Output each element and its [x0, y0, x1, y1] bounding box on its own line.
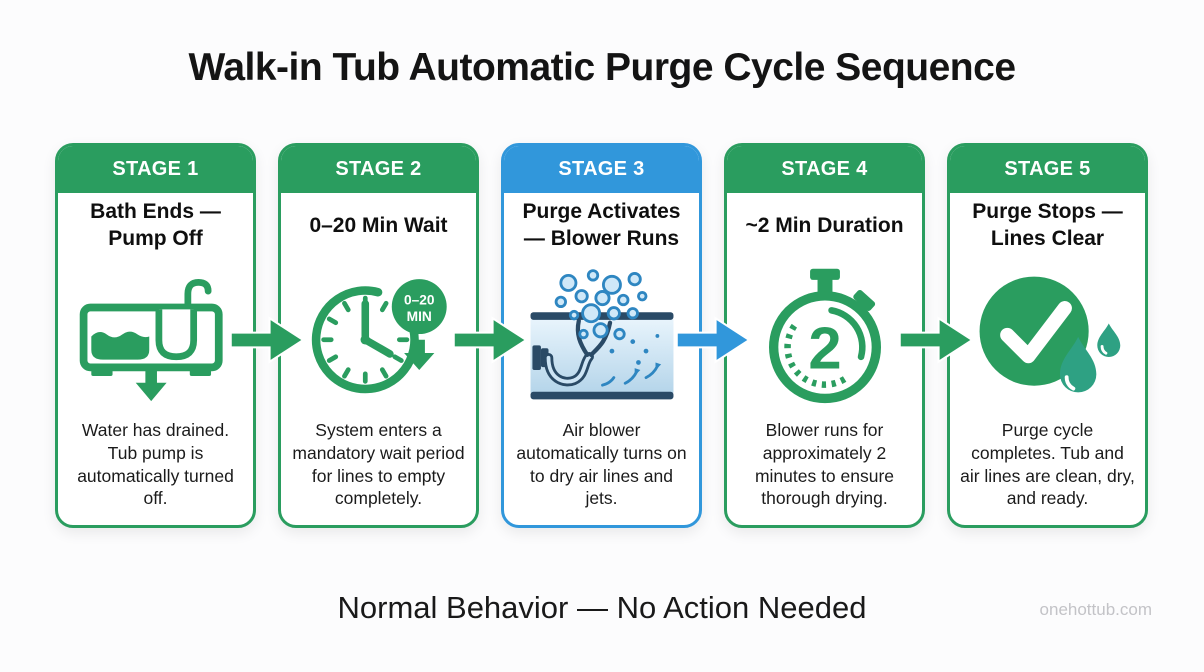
stage-4-description: Blower runs for approximately 2 minutes …: [754, 420, 895, 509]
stage-5-description: Purge cycle completes. Tub and air lines…: [960, 420, 1135, 509]
flow-arrow-3: [674, 312, 752, 368]
stage-1-header: STAGE 1: [58, 146, 253, 193]
stage-1-title: Bath Ends — Pump Off: [90, 200, 221, 250]
stage-3-title: Purge Activates — Blower Runs: [522, 200, 681, 250]
flow-arrow-1: [228, 312, 306, 368]
stage-card-3: STAGE 3 Purge Activates — Blower Runs: [501, 143, 702, 528]
clock-wait-icon: 0–20 MIN: [281, 259, 476, 411]
stage-2-header: STAGE 2: [281, 146, 476, 193]
page-title: Walk-in Tub Automatic Purge Cycle Sequen…: [188, 46, 1016, 89]
blower-bubbles-icon: [504, 259, 699, 411]
stage-2-description: System enters a mandatory wait period fo…: [292, 420, 465, 509]
stage-2-title: 0–20 Min Wait: [309, 213, 448, 237]
flow-arrow-2: [451, 312, 529, 368]
site-watermark: onehottub.com: [1039, 600, 1152, 619]
stage-card-5: STAGE 5 Purge Stops — Lines Clear Purge …: [947, 143, 1148, 528]
stage-card-2: STAGE 2 0–20 Min Wait 0–20 MIN System en…: [278, 143, 479, 528]
stage-5-header: STAGE 5: [950, 146, 1145, 193]
tub-draining-icon: [58, 259, 253, 411]
footer-note: Normal Behavior — No Action Needed: [337, 590, 867, 625]
svg-text:2: 2: [808, 315, 841, 382]
stage-cards-row: STAGE 1 Bath Ends — Pump Off Water has d…: [55, 143, 1148, 528]
stopwatch-icon: 2: [727, 259, 922, 411]
stage-card-4: STAGE 4 ~2 Min Duration 2 Blower runs fo…: [724, 143, 925, 528]
stage-4-header: STAGE 4: [727, 146, 922, 193]
stage-4-title: ~2 Min Duration: [745, 213, 904, 237]
svg-text:0–20: 0–20: [403, 293, 434, 308]
flow-arrow-4: [897, 312, 975, 368]
stage-3-description: Air blower automatically turns on to dry…: [516, 420, 687, 509]
stage-5-title: Purge Stops — Lines Clear: [972, 200, 1123, 250]
stage-3-header: STAGE 3: [504, 146, 699, 193]
svg-text:MIN: MIN: [406, 309, 431, 324]
stage-1-description: Water has drained. Tub pump is automatic…: [77, 420, 234, 509]
check-droplets-icon: [950, 259, 1145, 411]
wait-badge: [391, 279, 447, 335]
stage-card-1: STAGE 1 Bath Ends — Pump Off Water has d…: [55, 143, 256, 528]
